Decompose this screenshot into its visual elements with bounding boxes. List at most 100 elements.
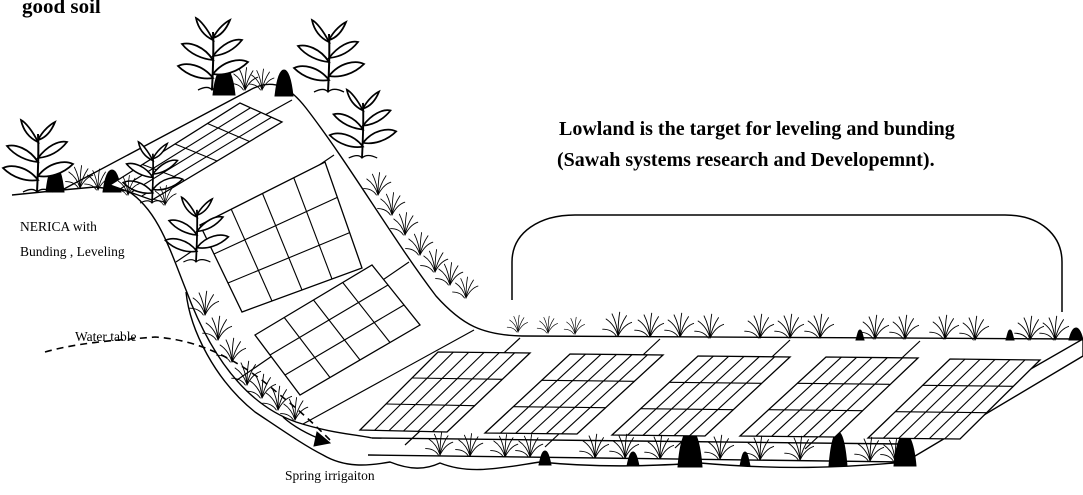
rice-blade: [419, 232, 423, 256]
plant-base-leaf: [197, 86, 229, 91]
rice-blade: [189, 307, 204, 316]
rice-blade: [744, 452, 759, 461]
rice-blade: [874, 314, 878, 340]
lowland-paddy-1-row-line: [417, 352, 500, 432]
rice-blade: [164, 185, 167, 206]
plant-base-leaf: [313, 88, 345, 93]
rice-blade: [819, 317, 829, 339]
rice-blade: [594, 443, 610, 459]
rice-blade: [434, 252, 444, 273]
rice-blade: [246, 390, 261, 399]
rice-blade: [1017, 322, 1031, 341]
slope-back-edge: [61, 83, 1083, 340]
rice-blade: [217, 325, 233, 341]
upland-plant-6: [164, 195, 230, 263]
rice-blade: [97, 171, 106, 191]
rice-blade: [617, 315, 627, 337]
rice-blade: [539, 320, 549, 334]
plant-leaf: [36, 161, 75, 178]
rice-tuft-41: [579, 433, 610, 459]
rice-tuft-2: [248, 68, 275, 91]
rice-blade: [624, 443, 640, 459]
rice-blade: [962, 322, 976, 341]
rice-blade: [862, 321, 876, 340]
rice-blade: [799, 435, 803, 461]
rice-blade: [594, 433, 598, 459]
rice-blade: [892, 321, 906, 340]
rice-blade: [647, 441, 661, 460]
bund-mound-13: [1068, 327, 1083, 341]
plant-leaf: [194, 16, 215, 42]
rice-blade: [154, 190, 166, 206]
rice-blade: [804, 330, 819, 339]
rice-blade: [244, 76, 259, 91]
rice-tuft-33: [929, 314, 960, 340]
rice-blade: [789, 313, 793, 339]
rice-blade: [439, 432, 443, 456]
rice-blade: [404, 212, 408, 236]
rice-blade: [428, 438, 441, 456]
rice-tuft-8: [377, 192, 406, 216]
slope-paddy-3: [254, 264, 421, 396]
rice-tuft-40: [515, 434, 544, 458]
slope-paddy-3-col-line: [342, 282, 391, 343]
rice-blade: [854, 453, 869, 462]
rice-blade: [759, 317, 769, 339]
rice-blade: [192, 297, 206, 316]
plant-leaf: [327, 40, 360, 60]
lowland-paddy-3: [610, 355, 792, 437]
rice-blade: [1029, 315, 1033, 341]
rice-blade: [79, 168, 89, 189]
rice-tuft-29: [774, 313, 805, 339]
plant-leaf: [211, 38, 244, 58]
rice-blade: [246, 364, 256, 386]
plant-leaf: [121, 180, 155, 194]
plant-leaf: [327, 20, 348, 42]
upland-plant-2: [176, 16, 250, 91]
rice-blade: [759, 323, 775, 339]
rice-blade: [230, 83, 244, 91]
rice-blade: [79, 174, 94, 189]
rice-blade: [217, 315, 221, 341]
rice-blade: [219, 344, 233, 363]
rice-tuft-38: [455, 433, 484, 457]
rice-blade: [819, 323, 835, 339]
rice-blade: [1029, 325, 1045, 341]
rice-tuft-36: [1039, 315, 1070, 341]
rice-blade: [97, 168, 100, 191]
rice-tuft-5: [115, 175, 140, 196]
rice-blade: [515, 450, 529, 458]
rice-blade: [280, 413, 294, 421]
plant-leaf: [125, 162, 155, 179]
lowland-paddy-1-row-line: [432, 352, 516, 433]
rice-blade: [518, 440, 531, 458]
rice-blade: [425, 448, 439, 456]
rice-tuft-19: [262, 385, 293, 411]
plant-leaf: [328, 132, 365, 148]
rice-blade: [87, 174, 99, 191]
rice-blade: [679, 322, 695, 338]
lowland-paddy-5-row-line: [882, 358, 966, 439]
rice-blade: [929, 331, 944, 340]
rice-blade: [649, 316, 659, 338]
rice-blade: [164, 193, 177, 206]
lowland-target-title: Lowland is the target for leveling and b…: [559, 118, 955, 140]
rice-blade: [265, 392, 279, 411]
rice-blade: [894, 447, 909, 462]
rice-blade: [744, 330, 759, 339]
rice-blade: [894, 438, 898, 462]
rice-tuft-20: [280, 397, 309, 421]
rice-blade: [789, 317, 799, 339]
lowland-paddy-2-row-line: [530, 354, 617, 434]
rice-blade: [602, 328, 617, 337]
rice-blade: [759, 439, 769, 461]
slope-paddy-2: [199, 161, 363, 313]
rice-tuft-21: [506, 314, 528, 333]
upland-plant-3: [292, 18, 366, 93]
rice-blade: [439, 441, 454, 456]
lowland-paddy-2: [483, 353, 665, 435]
rice-blade: [574, 324, 585, 335]
rice-tuft-6: [152, 185, 177, 206]
rice-blade: [216, 354, 231, 363]
rice-blade: [391, 192, 395, 216]
